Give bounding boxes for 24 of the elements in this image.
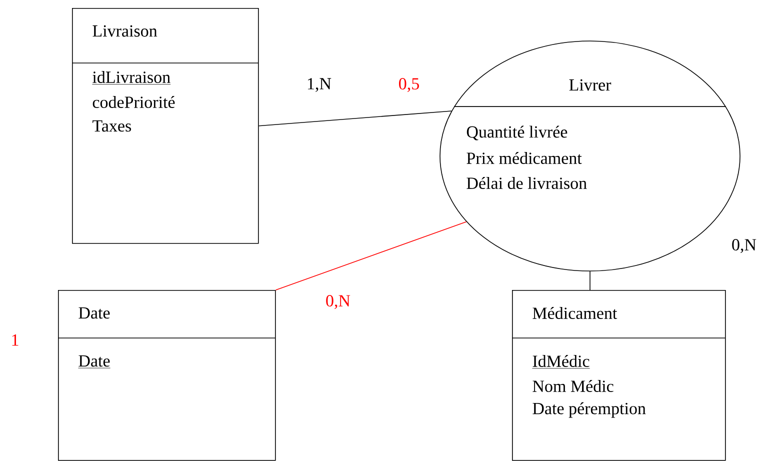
attribute: Nom Médic bbox=[532, 380, 614, 392]
attribute: Délai de livraison bbox=[466, 177, 587, 189]
attribute: Date bbox=[78, 355, 110, 368]
connector-line bbox=[275, 221, 467, 290]
entity-box bbox=[58, 290, 276, 461]
cardinality-label: 0,N bbox=[732, 239, 756, 253]
attribute: Date péremption bbox=[532, 402, 646, 418]
entity-name: Médicament bbox=[532, 307, 618, 319]
cardinality-label: 1 bbox=[12, 334, 18, 346]
entity-box bbox=[72, 8, 259, 244]
cardinality-label: 1,N bbox=[308, 78, 332, 92]
attribute: IdMédic bbox=[532, 355, 590, 369]
attribute: Quantité livrée bbox=[466, 126, 568, 140]
attribute: idLivraison bbox=[92, 71, 171, 85]
cardinality-label: 0,N bbox=[326, 295, 350, 309]
cardinality-label: 0,5 bbox=[399, 78, 419, 92]
entity-box bbox=[512, 290, 726, 461]
connector-line bbox=[258, 110, 452, 126]
entity-name: Date bbox=[78, 307, 110, 319]
attribute: codePriorité bbox=[92, 96, 175, 108]
association-name: Livrer bbox=[569, 79, 612, 91]
attribute: Prix médicament bbox=[466, 152, 582, 164]
attribute: Taxes bbox=[92, 120, 132, 132]
entity-name: Livraison bbox=[92, 25, 158, 37]
